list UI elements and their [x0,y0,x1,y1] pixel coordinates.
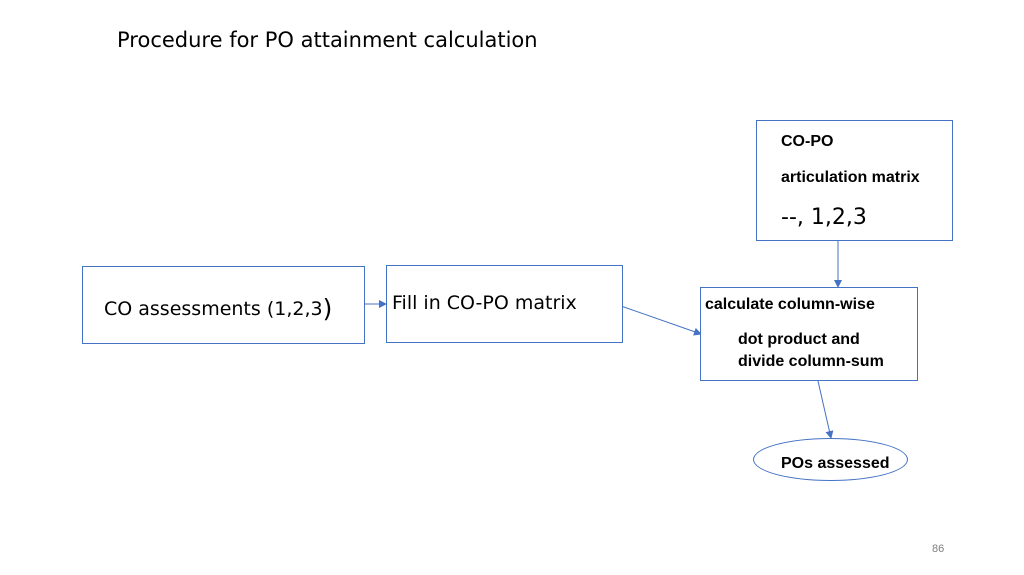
pos-assessed-ellipse [753,438,908,481]
co-assessments-text: CO assessments (1,2,3 [104,298,323,320]
copo-matrix-box [756,120,953,241]
copo-matrix-line3: --, 1,2,3 [781,205,867,230]
arrow-fill-to-calc [620,305,702,336]
copo-matrix-line2: articulation matrix [781,169,920,186]
calculate-line2: dot product and [738,331,860,348]
co-assessments-box [82,266,365,344]
calculate-box [700,287,918,381]
calculate-line1: calculate column-wise [705,296,875,313]
arrow-calc-to-pos [817,380,834,439]
calculate-line3: divide column-sum [738,353,884,370]
fill-matrix-label: Fill in CO-PO matrix [392,292,577,314]
slide-title: Procedure for PO attainment calculation [117,28,538,52]
pos-assessed-label: POs assessed [781,455,890,472]
co-assessments-paren: ) [322,294,333,323]
page-number: 86 [932,543,945,555]
fill-matrix-box [386,265,623,343]
copo-matrix-line1: CO-PO [781,133,834,150]
co-assessments-label: CO assessments (1,2,3) [104,292,333,323]
